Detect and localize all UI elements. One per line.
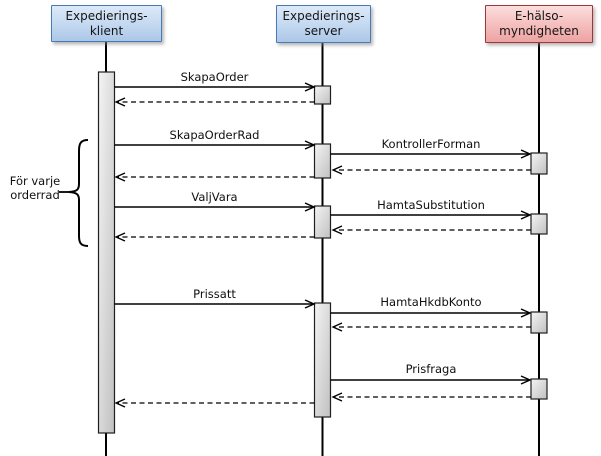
call-arrows bbox=[114, 82, 532, 385]
activation-bars bbox=[97, 71, 548, 434]
arrow-valjvara bbox=[114, 202, 316, 212]
actor-expedieringsklient: Expedierings- klient bbox=[51, 5, 162, 42]
activation-bar-mynd-kontrollerforman bbox=[530, 152, 548, 175]
reply-prissatt bbox=[114, 398, 315, 408]
arrow-skapaorder bbox=[114, 82, 316, 92]
reply-skapaorderrad bbox=[114, 172, 315, 182]
message-label-hamtasubstitution: HamtaSubstitution bbox=[377, 198, 485, 212]
reply-skapaorder bbox=[114, 97, 315, 107]
arrow-prissatt bbox=[114, 299, 316, 309]
actor-ehalsomyndigheten: E-hälso- myndigheten bbox=[485, 5, 593, 43]
activation-bar-server-valjvara bbox=[313, 205, 332, 239]
reply-hamtasubstitution bbox=[331, 225, 531, 235]
activation-bar-server-skapaorderrad bbox=[313, 143, 332, 179]
actor-expedieringsklient-label: Expedierings- klient bbox=[65, 8, 148, 38]
reply-kontrollerforman bbox=[331, 165, 531, 175]
loop-annotation: För varje orderrad bbox=[9, 174, 61, 202]
reply-arrows bbox=[114, 97, 531, 408]
actor-expedieringsserver: Expedierings- server bbox=[276, 5, 371, 43]
message-label-skapaorder: SkapaOrder bbox=[180, 70, 249, 84]
activation-bar-server-prissatt bbox=[313, 302, 332, 418]
activation-bar-mynd-prisfraga bbox=[530, 378, 548, 400]
loop-brace bbox=[59, 139, 89, 247]
activation-bar-klient bbox=[97, 71, 116, 434]
arrow-hamtahkdbkonto bbox=[330, 308, 532, 318]
message-label-kontrollerforman: KontrollerForman bbox=[381, 137, 481, 151]
activation-bar-server-skapaorder bbox=[313, 85, 332, 105]
activation-bar-mynd-hamtahkdbkonto bbox=[530, 311, 548, 334]
reply-valjvara bbox=[114, 232, 315, 242]
actor-expedieringsserver-label: Expedierings- server bbox=[282, 9, 365, 38]
arrow-hamtasubstitution bbox=[330, 210, 532, 220]
arrow-skapaorderrad bbox=[114, 140, 316, 150]
reply-prisfraga bbox=[331, 392, 531, 402]
message-label-skapaorderrad: SkapaOrderRad bbox=[169, 128, 260, 142]
message-label-prisfraga: Prisfraga bbox=[405, 362, 457, 376]
activation-bar-mynd-hamtasubstitution bbox=[530, 213, 548, 235]
reply-hamtahkdbkonto bbox=[331, 322, 531, 332]
message-label-hamtahkdbkonto: HamtaHkdbKonto bbox=[380, 295, 482, 309]
arrow-kontrollerforman bbox=[330, 149, 532, 159]
message-label-valjvara: ValjVara bbox=[191, 190, 238, 204]
message-label-prissatt: Prissatt bbox=[193, 287, 236, 301]
actor-ehalsomyndigheten-label: E-hälso- myndigheten bbox=[499, 9, 579, 38]
arrow-prisfraga bbox=[330, 375, 532, 385]
